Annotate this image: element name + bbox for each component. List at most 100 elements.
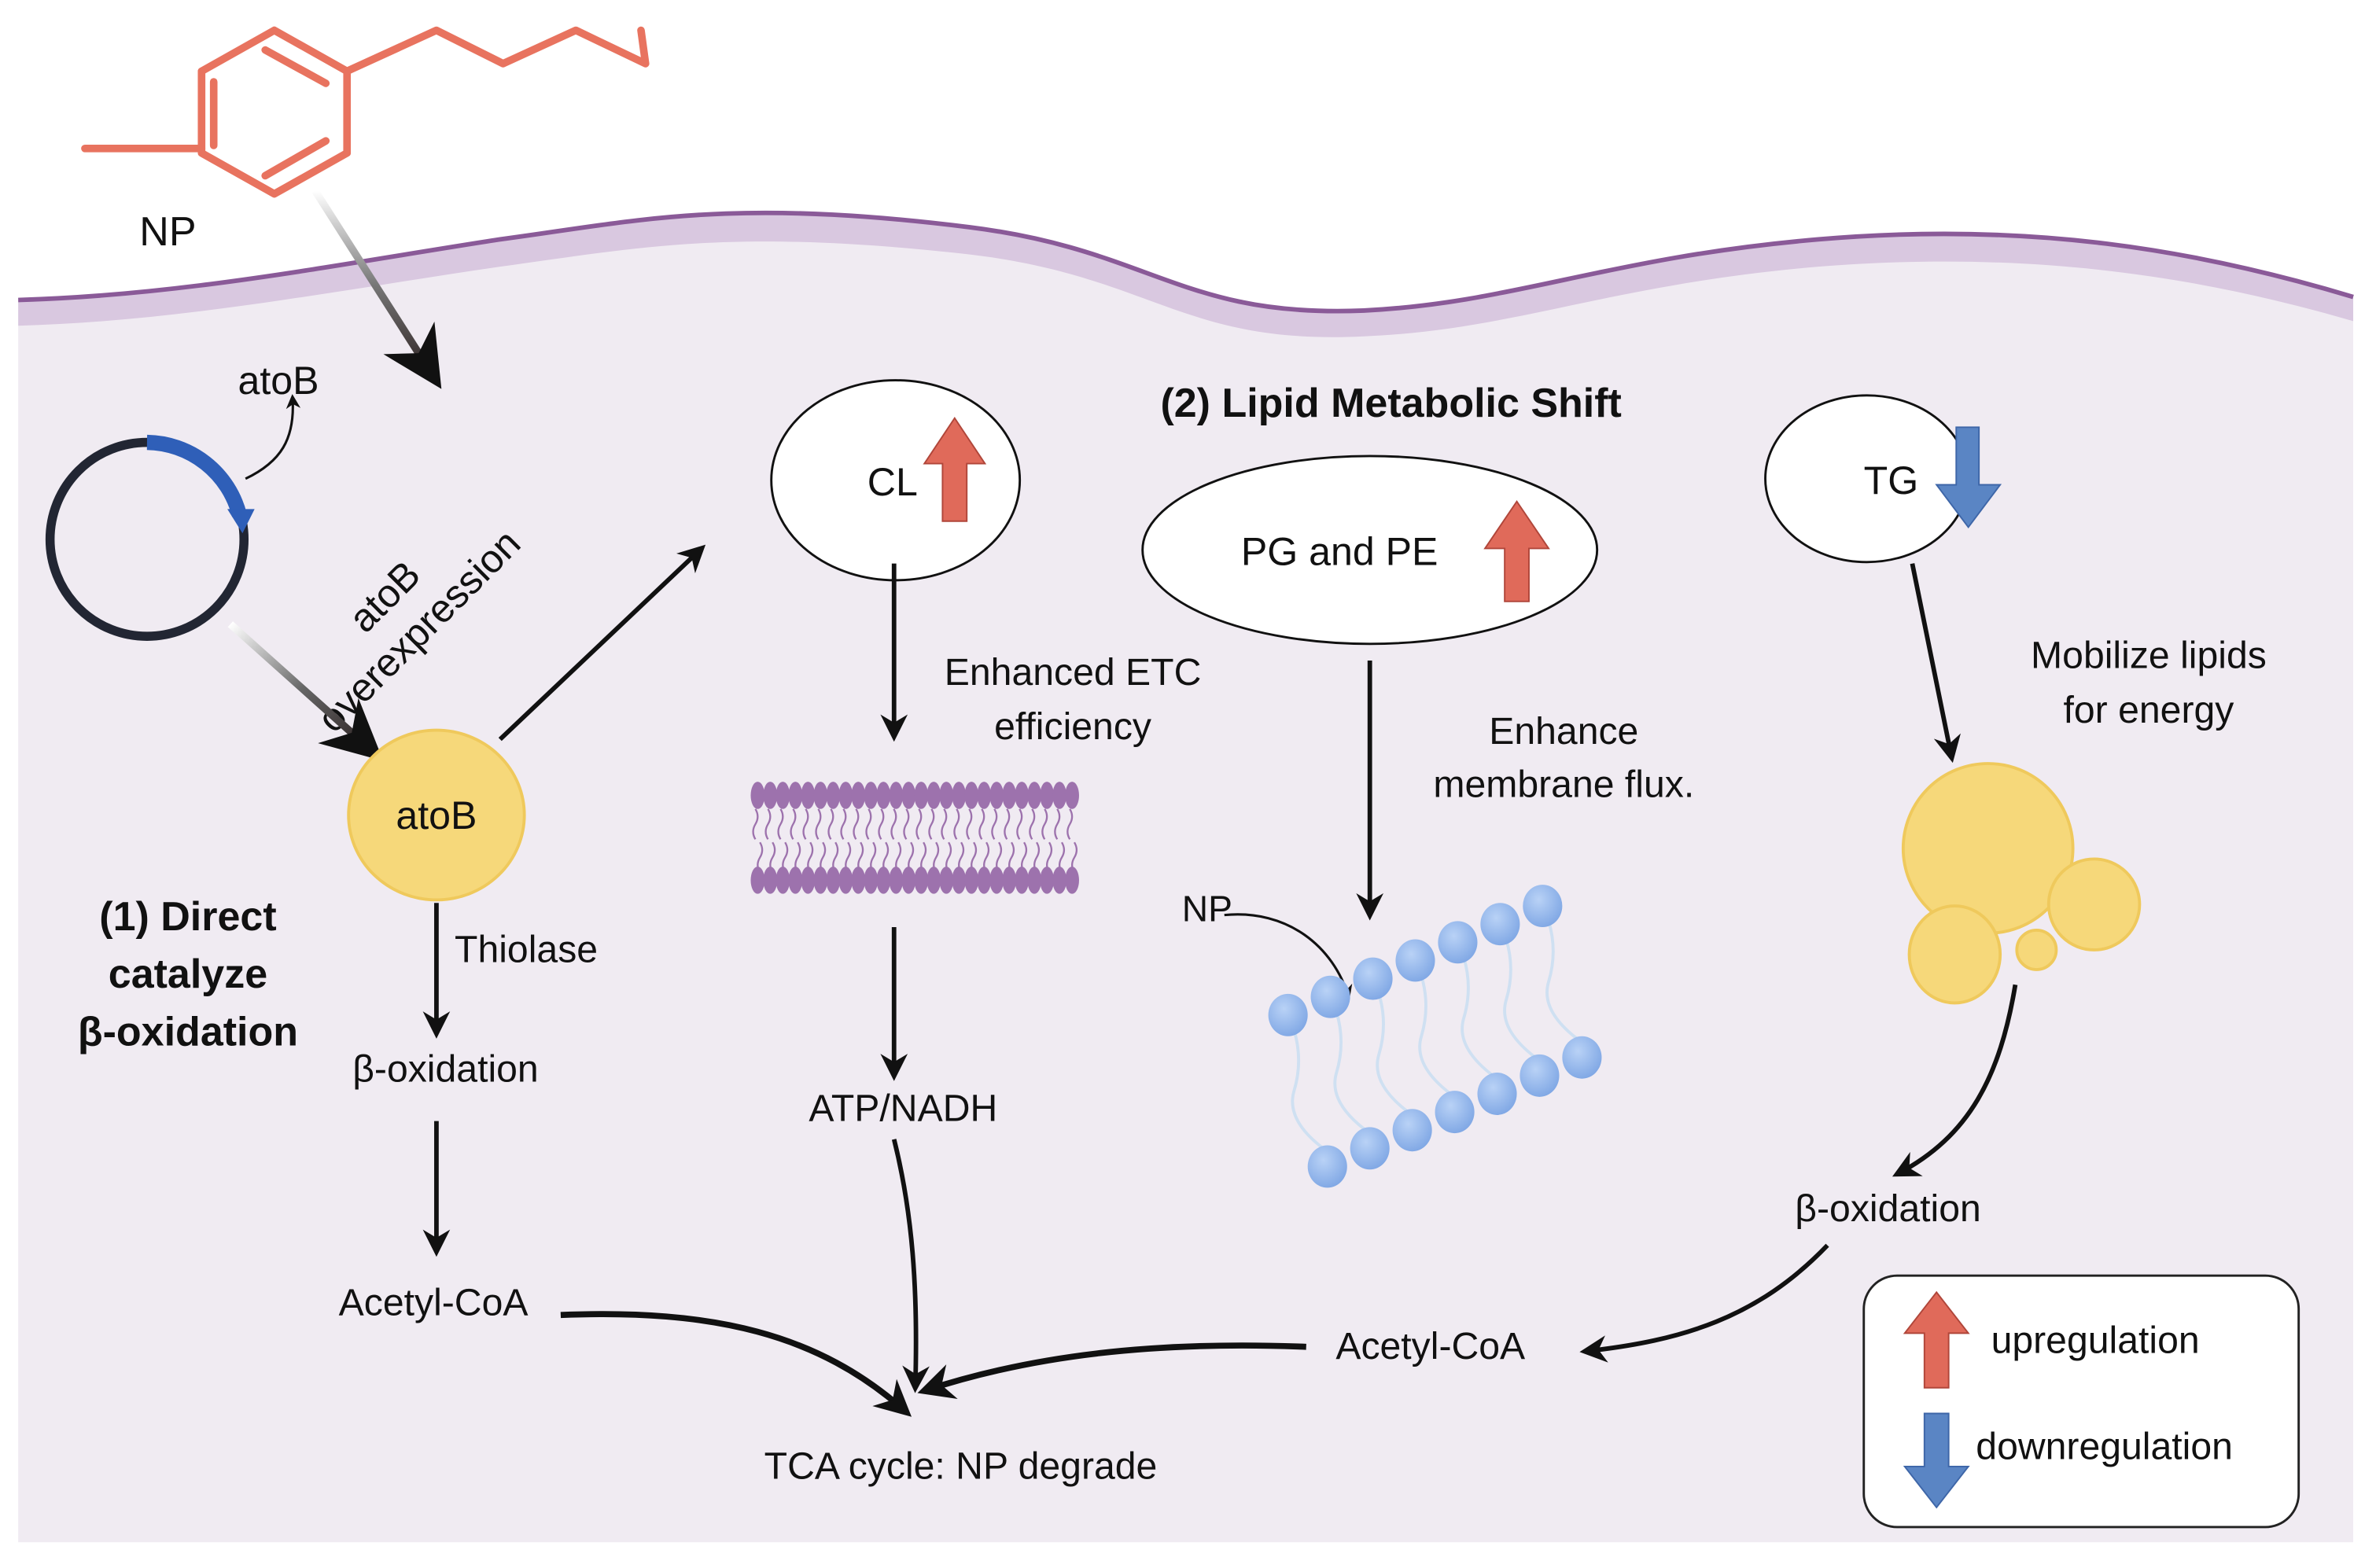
lipid-head bbox=[1052, 866, 1066, 894]
lipid-tail bbox=[878, 808, 885, 840]
lipid-tail bbox=[769, 841, 776, 874]
lipid-head bbox=[750, 866, 765, 894]
lipid-head bbox=[939, 866, 954, 894]
lipid-tail bbox=[815, 808, 822, 840]
lipid-tail bbox=[840, 808, 847, 840]
lipid-head bbox=[1350, 1127, 1390, 1170]
lipid-head bbox=[864, 782, 879, 809]
lipid-tail bbox=[908, 841, 915, 874]
np-molecule-label: NP bbox=[139, 209, 196, 255]
lipid-tail bbox=[794, 841, 801, 874]
lipid-head bbox=[901, 866, 916, 894]
lipid-head bbox=[1065, 782, 1079, 809]
atob-gene-arrow bbox=[245, 394, 301, 480]
lipid-head bbox=[1027, 866, 1042, 894]
lipid-tail bbox=[757, 841, 764, 874]
legend: upregulation downregulation bbox=[1862, 1274, 2300, 1529]
lipid-tail bbox=[845, 841, 852, 874]
plasmid-to-enzyme-arrow bbox=[227, 621, 384, 761]
lipid-tail bbox=[1045, 841, 1053, 874]
lipid-tail bbox=[1418, 975, 1456, 1099]
thiolase-label: Thiolase bbox=[455, 928, 598, 970]
lipid-tail bbox=[928, 808, 935, 840]
lipid-tail bbox=[1066, 808, 1074, 840]
atob-enzyme-label: atoB bbox=[396, 793, 477, 837]
lipid-tail bbox=[966, 808, 973, 840]
lipid-tail bbox=[1291, 1029, 1328, 1153]
lipid-head bbox=[838, 782, 853, 809]
section2-title: (2) Lipid Metabolic Shift bbox=[1160, 381, 1621, 426]
flux-label-line1: Enhance bbox=[1489, 710, 1638, 753]
lipid-head bbox=[750, 782, 765, 809]
lipid-head bbox=[1065, 866, 1079, 894]
np-uptake-arrow bbox=[311, 189, 442, 389]
up-arrow-icon bbox=[1483, 499, 1550, 602]
lipid-droplet-to-beta-oxidation-arrow bbox=[1892, 984, 2018, 1177]
lipid-head bbox=[1015, 866, 1030, 894]
lipid-tail bbox=[853, 808, 860, 840]
pg-pe-label: PG and PE bbox=[1241, 530, 1438, 574]
cell-body bbox=[18, 212, 2354, 1543]
lipid-head bbox=[851, 866, 866, 894]
cl-label: CL bbox=[868, 460, 918, 504]
lipid-head bbox=[775, 866, 790, 894]
lipid-head bbox=[1040, 866, 1054, 894]
lipid-tail bbox=[807, 841, 814, 874]
atp-nadh-label: ATP/NADH bbox=[809, 1088, 997, 1130]
lipid-tail bbox=[1503, 938, 1541, 1062]
beta-oxidation-right: β-oxidation bbox=[1795, 1187, 1981, 1230]
lipid-head bbox=[1052, 782, 1066, 809]
lipid-head bbox=[939, 782, 954, 809]
lipid-head bbox=[801, 782, 816, 809]
lipid-head bbox=[1480, 903, 1520, 946]
lipid-tail bbox=[752, 808, 759, 840]
lipid-head bbox=[952, 866, 967, 894]
lipid-head bbox=[1562, 1036, 1602, 1079]
lipid-tail bbox=[953, 808, 960, 840]
phospholipid-bilayer-icon bbox=[1268, 885, 1602, 1188]
cell-membrane-line bbox=[18, 210, 2354, 314]
lipid-head bbox=[876, 782, 891, 809]
atp-to-tca-arrow bbox=[891, 1139, 930, 1393]
lipid-head bbox=[1353, 957, 1393, 1000]
lipid-tail bbox=[1461, 957, 1498, 1080]
lipid-tail bbox=[1376, 993, 1413, 1117]
acetyl-coa-left: Acetyl-CoA bbox=[339, 1281, 529, 1323]
lipid-tail bbox=[790, 808, 797, 840]
np-insertion-arrow bbox=[1224, 913, 1353, 1000]
section1-title-line1: (1) Direct bbox=[99, 894, 276, 940]
lipid-tail bbox=[920, 841, 927, 874]
lipid-tail bbox=[941, 808, 948, 840]
down-arrow-icon bbox=[1903, 1412, 1970, 1509]
beta-oxidation-left: β-oxidation bbox=[352, 1048, 539, 1091]
lipid-head bbox=[989, 782, 1004, 809]
plasmid-icon bbox=[45, 434, 255, 641]
lipid-head bbox=[763, 866, 778, 894]
lipid-tail bbox=[1004, 808, 1011, 840]
up-arrow-icon bbox=[1903, 1290, 1970, 1389]
lipid-tail bbox=[802, 808, 809, 840]
lipid-head bbox=[1520, 1054, 1560, 1097]
section1-title-line2: catalyze bbox=[109, 951, 267, 997]
lipid-tail bbox=[1033, 841, 1041, 874]
lipid-head bbox=[1002, 866, 1017, 894]
etc-label-line1: Enhanced ETC bbox=[945, 651, 1202, 694]
lipid-head bbox=[788, 866, 803, 894]
lipid-tail bbox=[1021, 841, 1028, 874]
acetyl-right-to-tca-arrow bbox=[917, 1342, 1306, 1400]
tg-to-lipid-droplet-arrow bbox=[1910, 563, 1961, 764]
lipid-tail bbox=[882, 841, 890, 874]
legend-upregulation-label: upregulation bbox=[1991, 1319, 2200, 1361]
lipid-tail bbox=[971, 841, 978, 874]
lipid-head bbox=[1015, 782, 1030, 809]
lipid-tail bbox=[857, 841, 864, 874]
cell-membrane-band bbox=[18, 212, 2354, 337]
lipid-tail bbox=[820, 841, 827, 874]
lipid-head bbox=[763, 782, 778, 809]
lipid-head bbox=[1307, 1145, 1347, 1188]
lipid-tail bbox=[1058, 841, 1066, 874]
up-arrow-icon bbox=[923, 416, 987, 522]
lipid-tail bbox=[1008, 841, 1015, 874]
lipid-head bbox=[952, 782, 967, 809]
